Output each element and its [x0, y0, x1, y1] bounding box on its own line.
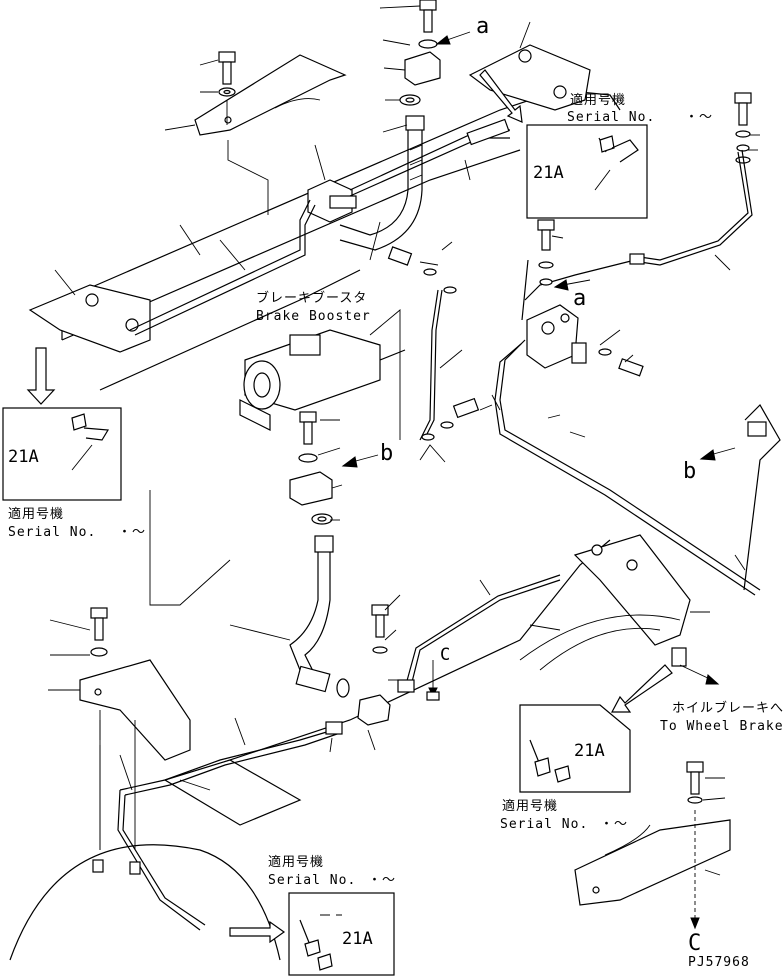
callout-left-part: 21A: [8, 447, 39, 467]
serial-bottom-en: Serial No.: [268, 873, 356, 888]
label-a-right: a: [573, 286, 586, 311]
bolt-top-right: [734, 92, 752, 164]
callout-lower-right-part: 21A: [574, 741, 605, 761]
wheel-brake-label-en: To Wheel Brake: [660, 719, 783, 734]
drawing-code: PJ57968: [688, 955, 750, 970]
brake-booster: [239, 329, 406, 431]
bolt-top-left: [218, 51, 236, 125]
callout-lower-right: [519, 704, 631, 793]
bolt-middle: [289, 411, 333, 525]
valve-bolts: [387, 219, 644, 377]
leader-lines: [48, 5, 760, 876]
serial-bottom-suffix: ・～: [368, 873, 396, 888]
label-a-top: a: [476, 14, 489, 39]
serial-lower-right-en: Serial No.: [500, 817, 588, 832]
wheel-brake-label-jp: ホイルブレーキへ: [672, 700, 783, 716]
lower-fender: [199, 404, 781, 771]
hose-lower: [289, 535, 350, 698]
callout-left: [2, 407, 122, 501]
pipe-right: [524, 149, 753, 301]
booster-pipe: [419, 289, 480, 441]
bolt-top-center: [399, 0, 441, 106]
label-b-right: b: [683, 459, 696, 484]
lower-right-plate: [574, 761, 731, 930]
lower-pipe: [357, 574, 561, 726]
callout-top-right: [526, 124, 648, 219]
serial-lower-right-jp: 適用号機: [502, 798, 558, 814]
label-c-bottom: C: [688, 931, 701, 956]
callout-bottom: [288, 892, 395, 976]
arrows: [26, 31, 736, 944]
serial-bottom-jp: 適用号機: [268, 854, 324, 870]
label-c-middle: C: [440, 645, 450, 665]
valve-upper: [129, 118, 510, 336]
brake-booster-label-en: Brake Booster: [256, 309, 371, 324]
bolt-lower-left: [90, 607, 108, 657]
upper-frame: [28, 44, 621, 391]
lower-left-plate: [9, 659, 343, 961]
label-b-middle: b: [380, 441, 393, 466]
hose-upper: [339, 115, 425, 251]
serial-left-en: Serial No.: [8, 525, 96, 540]
serial-left-suffix: ・～: [118, 525, 146, 540]
serial-left-jp: 適用号機: [8, 506, 64, 522]
brake-valve: [494, 259, 761, 596]
callout-bottom-part: 21A: [342, 929, 373, 949]
serial-top-right-suffix: ・～: [685, 110, 713, 125]
callout-top-right-part: 21A: [533, 163, 564, 183]
serial-top-right-jp: 適用号機: [570, 92, 626, 108]
serial-lower-right-suffix: ・～: [600, 817, 628, 832]
brake-booster-label-jp: ブレーキブースタ: [256, 290, 367, 306]
serial-top-right-en: Serial No.: [567, 110, 655, 125]
